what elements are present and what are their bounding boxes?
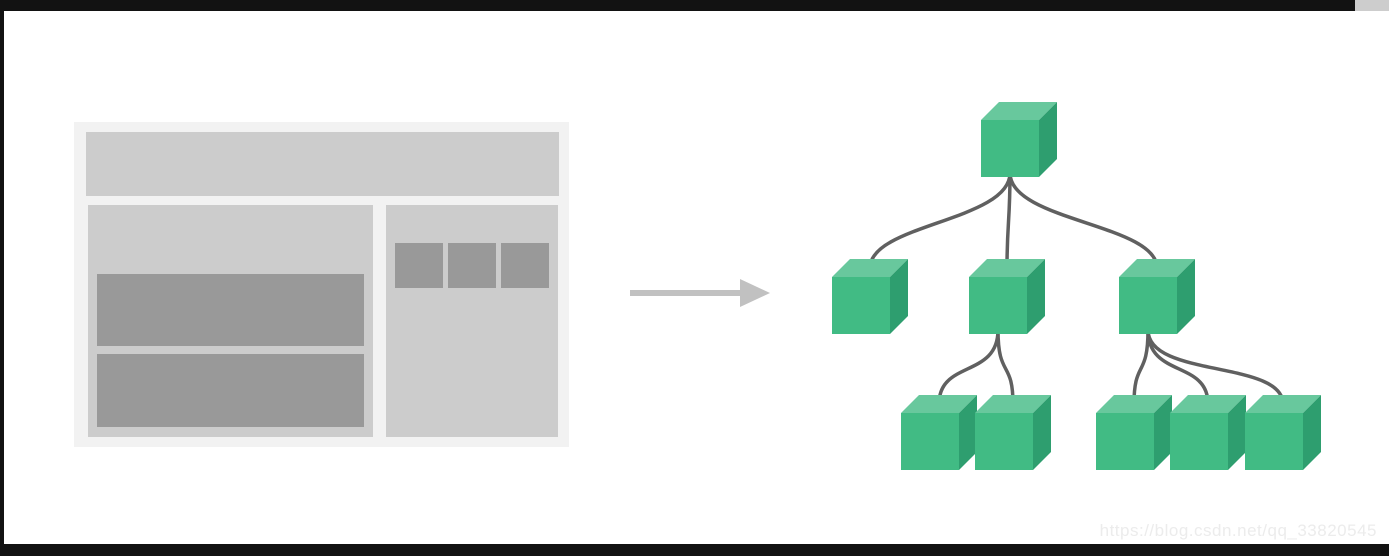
tree-connector-grandchild-3-3 [1146,328,1285,406]
dom-node-cube-root [981,102,1057,177]
cube-top-face [1170,395,1246,413]
cube-front-face [1170,413,1228,470]
tree-connector-grandchild-3-1 [1132,328,1150,406]
cube-front-face [981,120,1039,177]
window-top-bar [0,0,1355,11]
cube-front-face [1119,277,1177,334]
cube-top-face [1119,259,1195,277]
dom-node-cube-child-3 [1119,259,1195,334]
dom-node-cube-grandchild-3-1 [1096,395,1172,470]
wireframe-sidebar-block [386,205,558,437]
window-bottom-bar [0,544,1389,556]
cube-side-face [1039,102,1057,177]
cube-side-face [1033,395,1051,470]
cube-front-face [832,277,890,334]
cube-front-face [1096,413,1154,470]
wireframe-content-block [88,205,373,437]
tree-connector-child-3 [1008,171,1159,270]
arrow-head-icon [740,279,770,307]
cube-front-face [975,413,1033,470]
tree-connector-child-1 [868,171,1012,270]
cube-top-face [901,395,977,413]
cube-top-face [975,395,1051,413]
webpage-wireframe [74,122,569,447]
dom-node-cube-grandchild-3-2 [1170,395,1246,470]
cube-side-face [1303,395,1321,470]
tree-connector-grandchild-2-2 [996,328,1015,406]
dom-node-cube-child-2 [969,259,1045,334]
cube-side-face [1228,395,1246,470]
wireframe-text-placeholder-1 [97,274,364,346]
cube-side-face [890,259,908,334]
window-left-border [0,0,4,556]
cube-top-face [981,102,1057,120]
tree-connector-grandchild-2-1 [937,328,1000,406]
tree-connector-grandchild-3-2 [1146,328,1210,406]
dom-node-cube-child-1 [832,259,908,334]
wireframe-text-placeholder-2 [97,354,364,427]
cube-side-face [1177,259,1195,334]
cube-top-face [1245,395,1321,413]
cube-top-face [969,259,1045,277]
wireframe-thumbnail-3 [501,243,549,288]
cube-side-face [1027,259,1045,334]
cube-side-face [1154,395,1172,470]
arrow-shaft [630,290,742,296]
dom-node-cube-grandchild-2-1 [901,395,977,470]
cube-top-face [1096,395,1172,413]
scrollbar-thumb[interactable] [1355,0,1389,11]
dom-node-cube-grandchild-2-2 [975,395,1051,470]
cube-front-face [901,413,959,470]
dom-node-cube-grandchild-3-3 [1245,395,1321,470]
watermark-url: https://blog.csdn.net/qq_33820545 [1099,521,1377,540]
cube-front-face [1245,413,1303,470]
cube-top-face [832,259,908,277]
wireframe-thumbnail-1 [395,243,443,288]
wireframe-header-block [86,132,559,196]
wireframe-thumbnail-2 [448,243,496,288]
cube-side-face [959,395,977,470]
cube-front-face [969,277,1027,334]
tree-connector-child-2 [1005,171,1012,270]
